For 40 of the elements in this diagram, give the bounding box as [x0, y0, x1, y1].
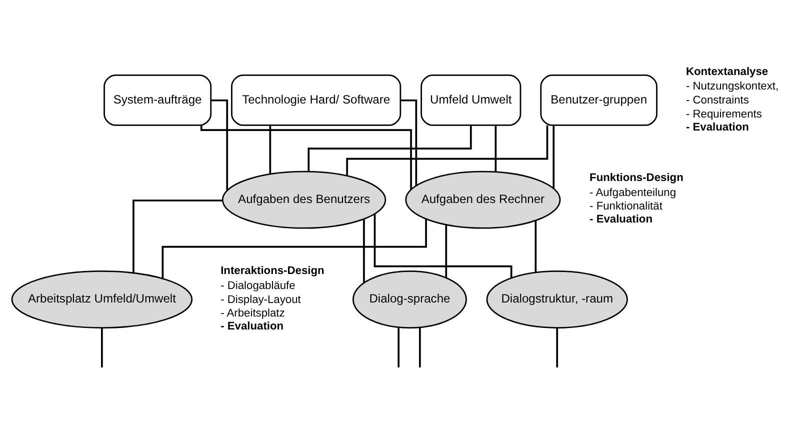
- label: Interaktions-Design: [220, 264, 324, 277]
- node-box: Technologie Hard/ Software: [231, 74, 402, 126]
- connector: [398, 326, 400, 367]
- label: - Arbeitsplatz: [220, 307, 285, 320]
- node-ellipse: Aufgaben des Benutzers: [222, 170, 386, 228]
- label: - Nutzungskontext,: [686, 80, 779, 92]
- node-box: Benutzer-gruppen: [540, 74, 658, 126]
- connector: [308, 124, 472, 172]
- label: - Aufgabenteilung: [590, 186, 676, 198]
- connector: [374, 213, 512, 278]
- connector: [418, 326, 421, 367]
- connector: [494, 124, 497, 172]
- label: Kontextanalyse: [686, 65, 768, 78]
- connector: [445, 224, 448, 278]
- connector: [162, 218, 427, 278]
- connector: [363, 218, 365, 282]
- label: - Evaluation: [686, 120, 749, 133]
- label: - Evaluation: [220, 320, 284, 332]
- node-ellipse: Dialogstruktur, -raum: [486, 270, 628, 328]
- node-ellipse: Aufgaben des Rechner: [405, 170, 561, 228]
- connector: [132, 199, 222, 272]
- label: - Requirements: [686, 108, 762, 120]
- node-ellipse: Arbeitsplatz Umfeld/Umwelt: [11, 270, 193, 328]
- node-box: Umfeld Umwelt: [420, 74, 522, 126]
- node-box: System-aufträge: [104, 74, 212, 126]
- connector: [269, 124, 272, 174]
- label: - Display-Layout: [220, 293, 301, 306]
- node-ellipse: Dialog-sprache: [352, 270, 467, 328]
- connector: [200, 124, 412, 190]
- label: - Funktionalität: [590, 200, 662, 212]
- label: - Dialogabläufe: [220, 279, 296, 292]
- label: - Evaluation: [590, 213, 653, 226]
- connector: [556, 328, 558, 367]
- connector: [346, 124, 548, 176]
- connector: [211, 98, 228, 190]
- label: Funktions-Design: [590, 171, 684, 184]
- connector: [552, 124, 555, 188]
- connector: [101, 328, 103, 367]
- connector: [534, 220, 537, 272]
- label: - Constraints: [686, 94, 749, 106]
